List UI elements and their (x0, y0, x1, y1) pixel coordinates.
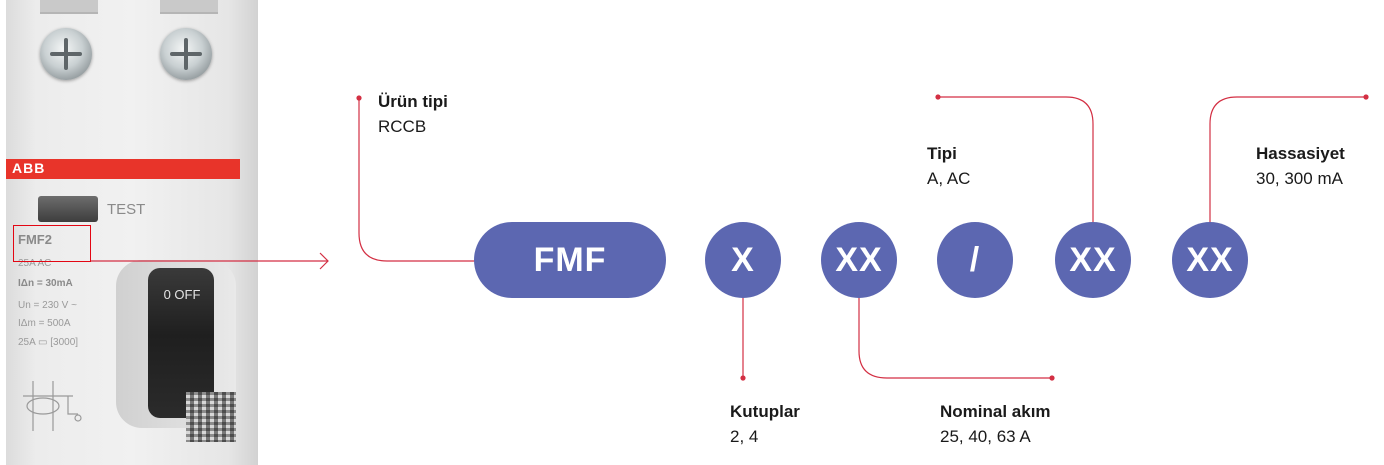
label-type-value: A, AC (927, 169, 971, 188)
code-prefix-pill: FMF (474, 222, 666, 298)
wiring-schematic-icon (23, 381, 82, 431)
dot-product-type (356, 95, 362, 101)
label-type: Tipi A, AC (927, 141, 970, 191)
test-button-graphic (38, 196, 98, 222)
connector-rated-current (858, 298, 1052, 379)
device-class-text: 25A ▭ [3000] (18, 337, 79, 348)
device-model-text: FMF2 (18, 232, 52, 247)
test-label: TEST (107, 201, 146, 218)
screw-left-icon (40, 28, 92, 80)
label-rated-current-value: 25, 40, 63 A (940, 427, 1031, 446)
device-breaking-text: IΔm = 500A (18, 318, 71, 329)
label-rated-current: Nominal akım 25, 40, 63 A (940, 399, 1051, 449)
device-voltage-text: Un = 230 V ~ (18, 300, 77, 311)
code-type-pill: XX (1055, 222, 1131, 298)
label-product-type-title: Ürün tipi (378, 92, 448, 111)
terminal-top-right (160, 0, 218, 14)
label-product-type: Ürün tipi RCCB (378, 89, 448, 139)
connector-type (938, 96, 1094, 223)
dot-rated-current (1049, 375, 1055, 381)
code-sensitivity-pill: XX (1172, 222, 1248, 298)
rccb-device-image: ABB TEST FMF2 25A AC IΔn = 30mA Un = 230… (0, 0, 262, 465)
label-poles-title: Kutuplar (730, 402, 800, 421)
screw-right-icon (160, 28, 212, 80)
label-poles-value: 2, 4 (730, 427, 759, 446)
label-rated-current-title: Nominal akım (940, 402, 1051, 421)
terminal-top-left (40, 0, 98, 14)
label-product-type-value: RCCB (378, 117, 427, 136)
dot-poles (740, 375, 746, 381)
arrow-head-icon (319, 252, 329, 270)
dot-sensitivity (1363, 94, 1369, 100)
label-poles: Kutuplar 2, 4 (730, 399, 800, 449)
label-sensitivity: Hassasiyet 30, 300 mA (1256, 141, 1366, 191)
brand-logo: ABB (12, 160, 46, 176)
qr-code-graphic (186, 392, 236, 442)
dot-type (935, 94, 941, 100)
connector-product-type (358, 98, 476, 262)
label-type-title: Tipi (927, 144, 957, 163)
code-current-pill: XX (821, 222, 897, 298)
handle-label: 0 OFF (163, 287, 201, 302)
label-sensitivity-value: 30, 300 mA (1256, 169, 1343, 188)
model-highlight-box (13, 225, 91, 262)
label-sensitivity-title: Hassasiyet (1256, 144, 1345, 163)
connector-sensitivity (1209, 96, 1366, 223)
code-poles-pill: X (705, 222, 781, 298)
brand-band (6, 159, 240, 179)
device-rating-text: 25A AC (18, 258, 52, 269)
code-separator-pill: / (937, 222, 1013, 298)
device-sensitivity-text: IΔn = 30mA (18, 278, 73, 289)
